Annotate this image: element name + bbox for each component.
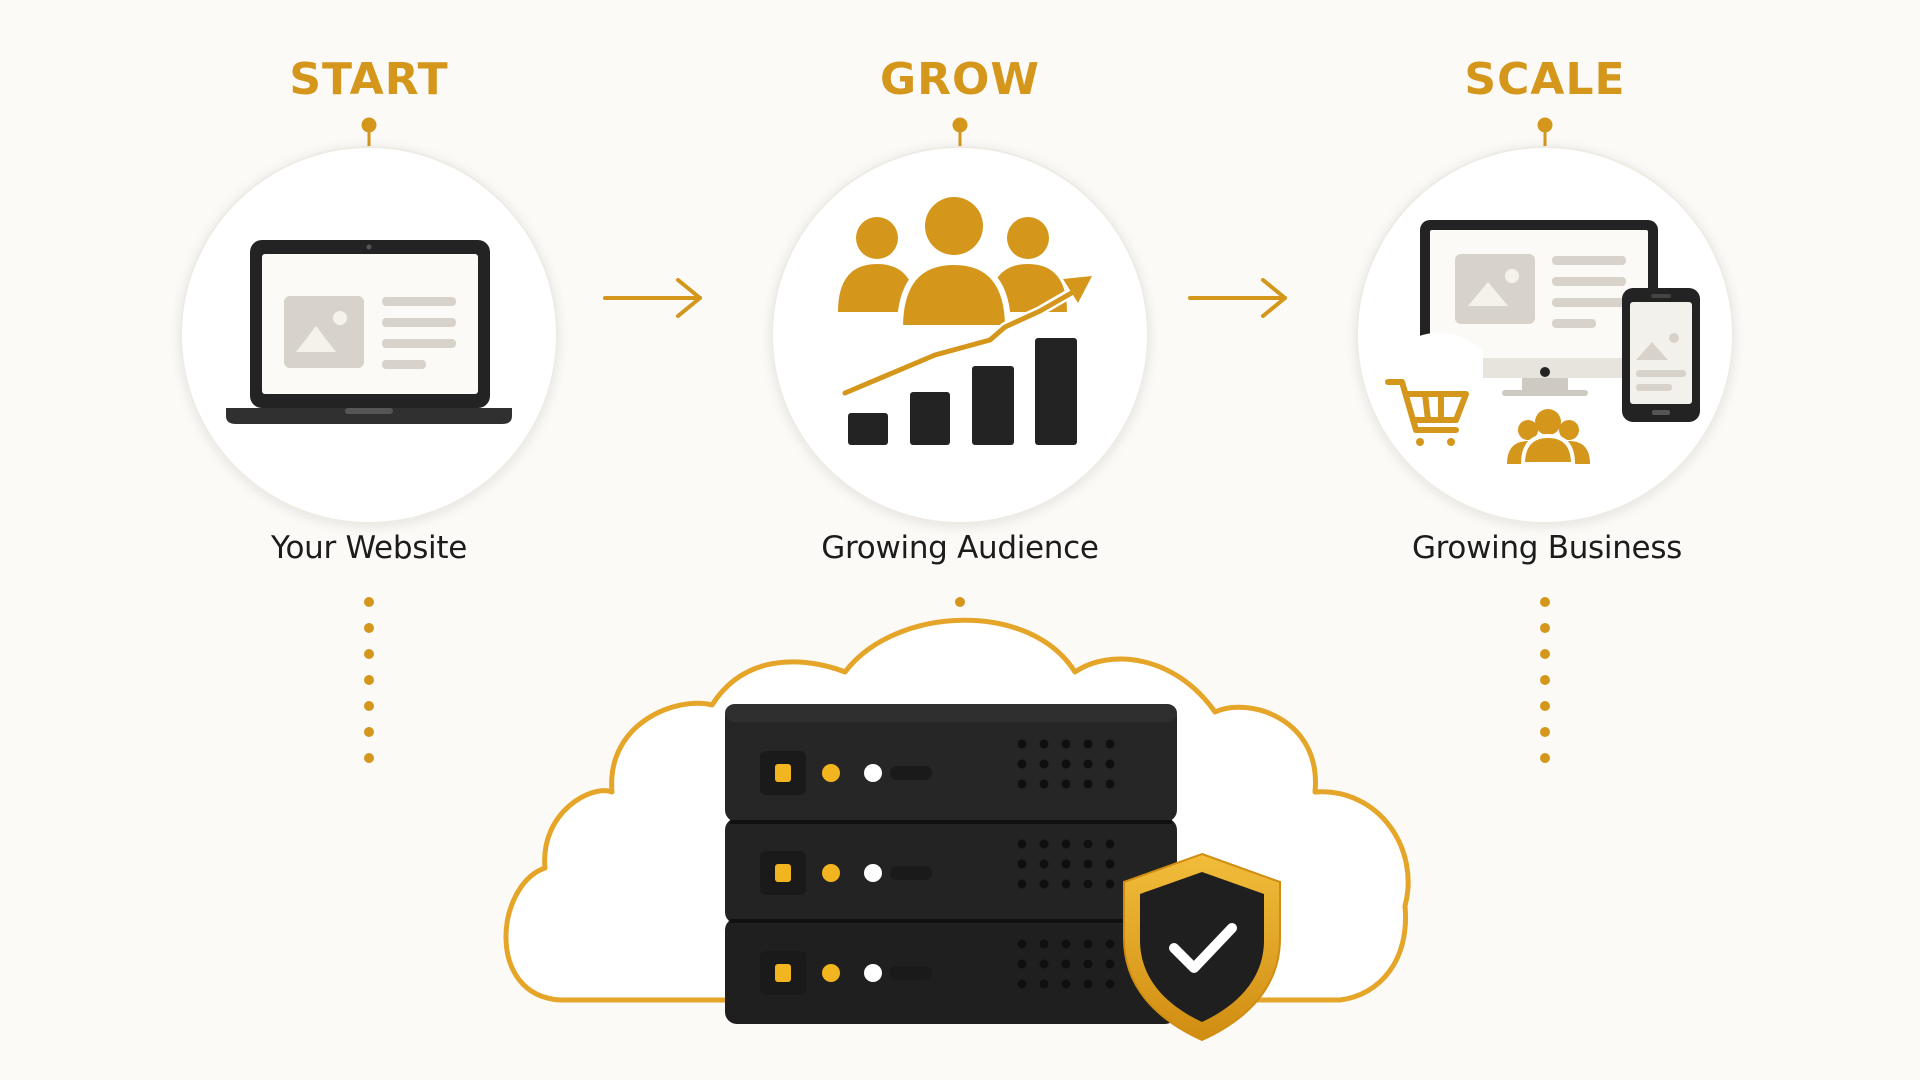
- server-vent-hole: [1061, 739, 1071, 749]
- server-vent-hole: [1039, 959, 1049, 969]
- stage-caption-business: Growing Business: [1411, 530, 1683, 566]
- server-vent-hole: [1105, 979, 1115, 989]
- audience-growth-icon: [838, 197, 1093, 445]
- server-vent-hole: [1061, 979, 1071, 989]
- server-vent-hole: [1105, 759, 1115, 769]
- server-vent-hole: [1017, 859, 1027, 869]
- stage-title-grow: GROW: [880, 54, 1040, 105]
- server-vent-hole: [1083, 959, 1093, 969]
- server-vent-hole: [1017, 759, 1027, 769]
- stage-caption-website: Your Website: [270, 530, 467, 566]
- server-vent-hole: [1039, 759, 1049, 769]
- business-devices-icon: [1383, 220, 1700, 430]
- server-vent-hole: [1061, 879, 1071, 889]
- server-vent-hole: [1105, 739, 1115, 749]
- server-vent-hole: [1083, 939, 1093, 949]
- server-vent-hole: [1039, 879, 1049, 889]
- stage-caption-audience: Growing Audience: [821, 530, 1099, 566]
- server-vent-hole: [1083, 839, 1093, 849]
- server-vent-hole: [1061, 779, 1071, 789]
- shopping-cart-icon: [1385, 379, 1469, 446]
- stage-title-scale: SCALE: [1464, 54, 1626, 105]
- server-vent-hole: [1083, 779, 1093, 789]
- server-vent-hole: [1105, 939, 1115, 949]
- arrow-right-icon: [603, 278, 702, 318]
- laptop-icon: [226, 240, 512, 424]
- server-vent-hole: [1017, 939, 1027, 949]
- server-vent-hole: [1083, 759, 1093, 769]
- server-vent-hole: [1061, 859, 1071, 869]
- server-vent-hole: [1039, 939, 1049, 949]
- server-vent-hole: [1017, 879, 1027, 889]
- server-vent-hole: [1039, 739, 1049, 749]
- server-vent-hole: [1083, 859, 1093, 869]
- server-vent-hole: [1105, 779, 1115, 789]
- server-vent-hole: [1017, 959, 1027, 969]
- server-vent-hole: [1061, 839, 1071, 849]
- server-vent-hole: [1039, 779, 1049, 789]
- server-vent-hole: [1061, 759, 1071, 769]
- server-vent-hole: [1039, 839, 1049, 849]
- dotted-connectors: [364, 597, 1550, 763]
- server-vent-hole: [1039, 859, 1049, 869]
- stage-title-start: START: [289, 54, 449, 105]
- server-vent-hole: [1061, 939, 1071, 949]
- server-vent-hole: [1083, 879, 1093, 889]
- server-vent-hole: [1105, 839, 1115, 849]
- server-vent-hole: [1017, 839, 1027, 849]
- server-vent-hole: [1105, 959, 1115, 969]
- server-vent-hole: [1083, 739, 1093, 749]
- arrow-right-icon: [1188, 278, 1287, 318]
- server-vent-hole: [1105, 859, 1115, 869]
- server-vent-hole: [1017, 779, 1027, 789]
- server-vent-hole: [1061, 959, 1071, 969]
- title-pins: [361, 117, 1553, 148]
- server-vent-hole: [1017, 979, 1027, 989]
- server-vent-hole: [1017, 739, 1027, 749]
- people-icon: [1507, 409, 1590, 466]
- server-vent-hole: [1039, 979, 1049, 989]
- server-vent-hole: [1083, 979, 1093, 989]
- server-stack-icon: [725, 704, 1177, 1024]
- server-vent-hole: [1105, 879, 1115, 889]
- shield-check-icon: [1123, 852, 1281, 1042]
